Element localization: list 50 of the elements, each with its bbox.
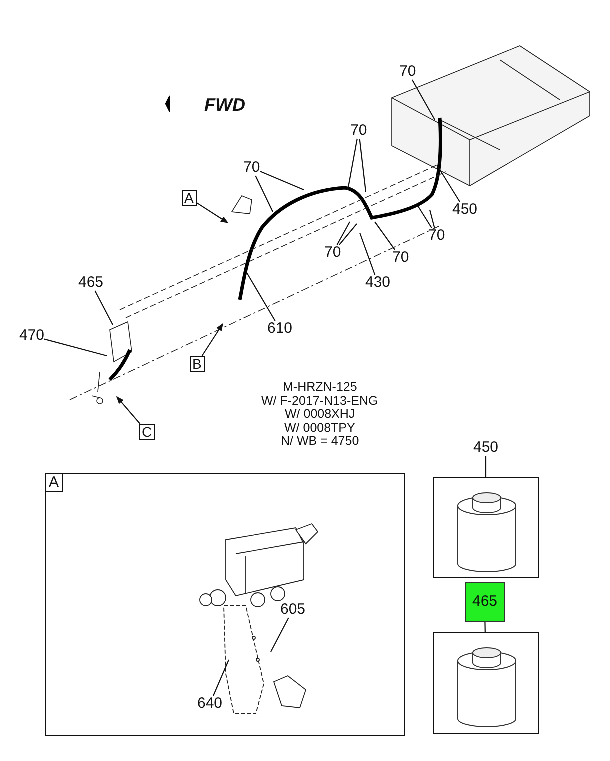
leader-line [336,222,350,246]
callout-number: 70 [428,228,446,244]
leader-line [44,338,108,357]
callout-number: 465 [78,275,104,291]
view-callout: B [190,356,205,372]
note-text: M-HRZN-125 [283,380,358,394]
leader-line [484,622,486,632]
callout-number: 70 [244,160,260,176]
callout-number: 430 [366,275,391,291]
product-panel [433,477,539,578]
view-callout: A [182,190,197,206]
note-text: N/ WB = 4750 [281,434,360,448]
leader-line [246,272,276,322]
leader-line [260,171,304,190]
note-text: W/ 0008TPY [284,421,356,435]
direction-label: FWD [204,96,246,114]
note-text: W/ F-2017-N13-ENG [262,394,378,408]
leader-line [255,176,274,212]
callout-number: 70 [350,123,368,139]
callout-number: 605 [280,602,306,618]
leader-line [270,618,290,652]
detail-panel [45,473,405,736]
view-label: A [46,474,64,492]
leader-line [213,660,230,696]
leader-line [412,80,436,120]
callout-number: 610 [268,321,293,337]
callout-number: 450 [452,202,478,218]
product-panel [433,632,539,734]
leader-line [359,138,367,192]
callout-number: 640 [198,696,223,712]
leader-line [359,232,376,276]
leader-line [485,456,487,477]
leader-line [429,210,436,228]
leader-line [94,290,114,326]
highlighted-callout: 465 [465,582,505,622]
arrow [116,396,141,424]
callout-number: 70 [400,64,416,80]
leader-line [436,164,460,202]
leader-line [418,206,432,228]
arrow [196,202,229,224]
callout-number: 70 [392,250,410,266]
note-text: W/ 0008XHJ [285,407,356,421]
leader-line [374,222,396,250]
leader-line [347,138,358,190]
callout-number: 450 [474,440,499,456]
callout-number: 70 [324,245,342,261]
arrow [202,323,224,356]
leader-line [339,224,358,246]
callout-number: 470 [20,328,45,344]
view-callout: C [139,424,156,440]
